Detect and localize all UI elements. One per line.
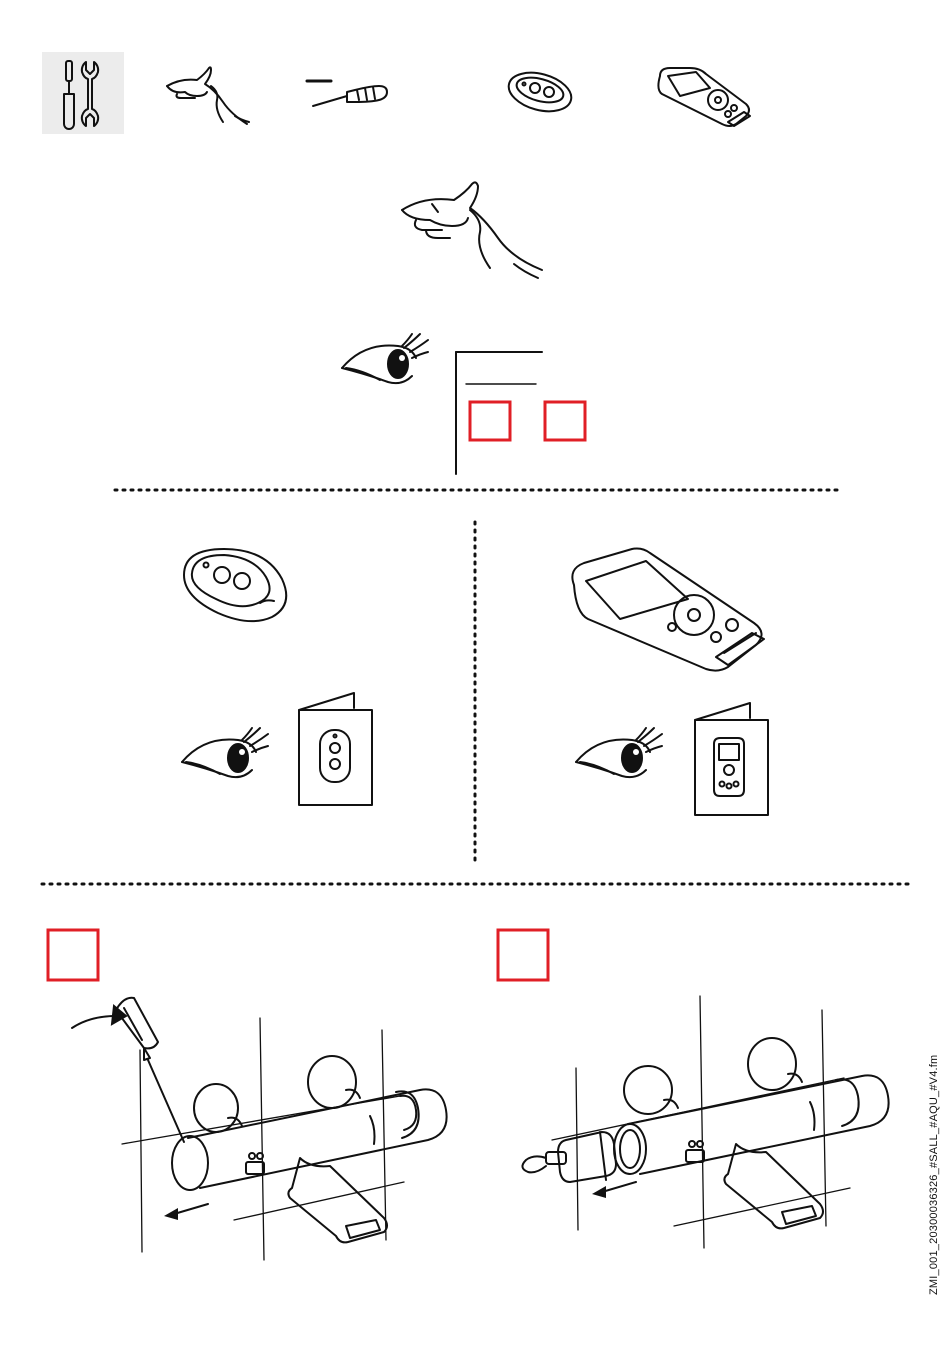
info-panel (450, 350, 600, 480)
screwdriver-icon (305, 78, 390, 110)
booklet-icon (296, 690, 376, 810)
arrow-icon (72, 1016, 116, 1028)
divider-vertical (470, 520, 480, 865)
hand-icon (165, 66, 255, 128)
handheld-programmer-icon (566, 545, 774, 675)
arrow-icon (174, 1204, 208, 1214)
eye-icon (574, 724, 666, 782)
document-code: ZMI_001_20300036326_#SALL_#AQU_#V4.fm (928, 1015, 942, 1295)
step-marker-2 (496, 928, 552, 984)
step-marker-1 (46, 928, 102, 984)
remote-control-icon (505, 70, 575, 118)
checkbox-marker (470, 402, 510, 440)
eye-icon (180, 724, 272, 782)
faucet-illustration-step2 (510, 990, 900, 1270)
divider-horizontal (0, 880, 950, 890)
divider-horizontal (0, 486, 950, 496)
tools-icon-drawing (42, 52, 124, 134)
eye-icon (340, 332, 432, 390)
faucet-illustration-step1 (60, 990, 450, 1270)
arrow-icon (602, 1182, 636, 1192)
handheld-programmer-icon (652, 64, 754, 132)
remote-control-icon (178, 545, 290, 625)
checkbox-marker (545, 402, 585, 440)
hand-icon (398, 180, 548, 286)
booklet-icon (692, 700, 772, 820)
